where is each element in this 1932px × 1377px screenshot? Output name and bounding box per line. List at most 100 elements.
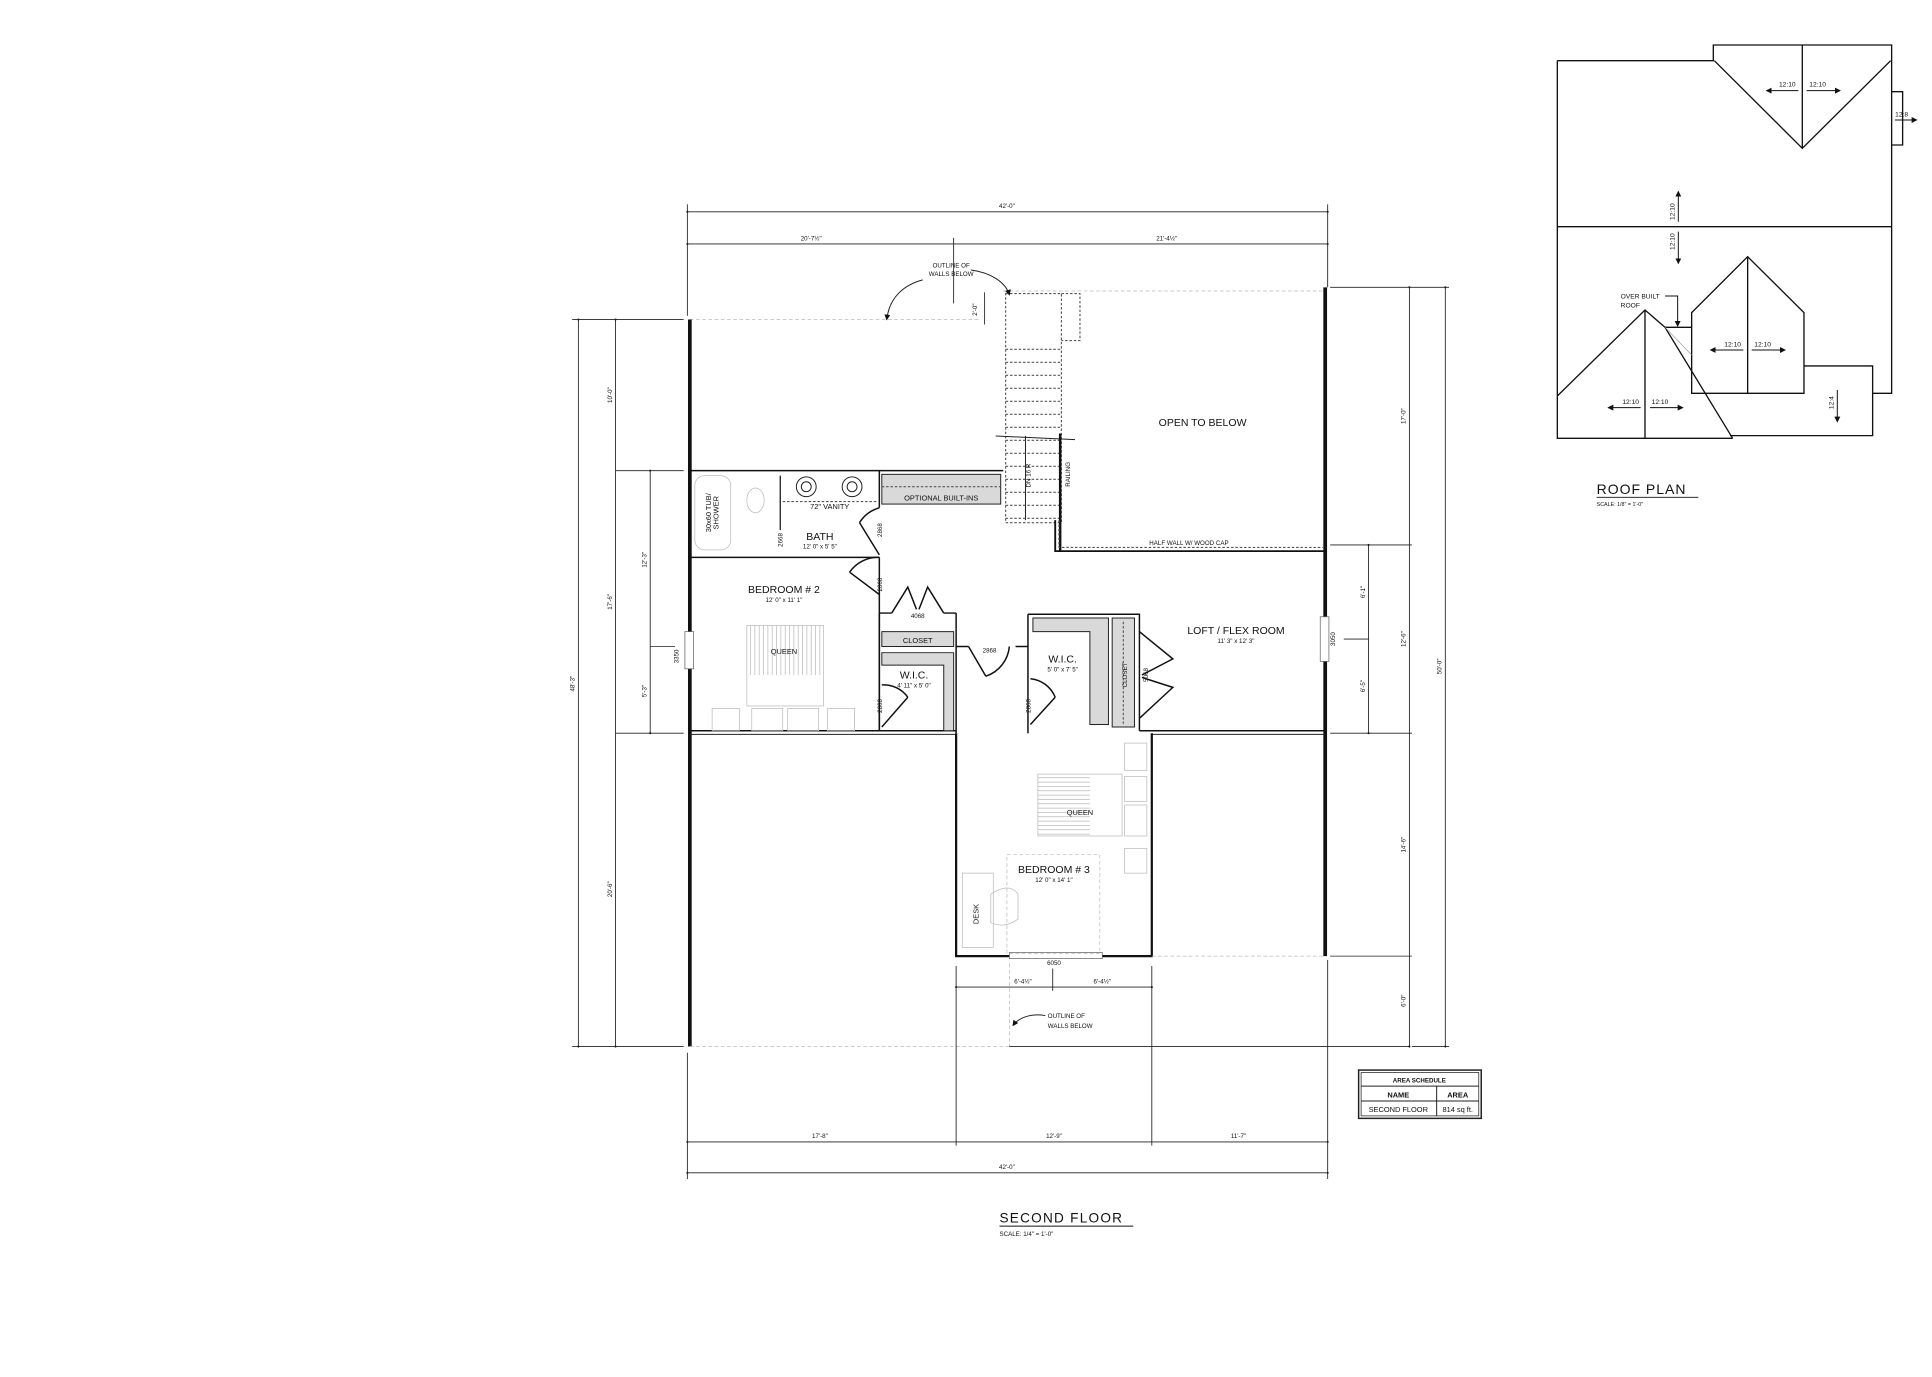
staircase: DN 16 R RAILING HALF WALL W/ WOOD CAP OP… (995, 292, 1326, 553)
bed-label: QUEEN (1067, 808, 1093, 817)
wic-right-size: 5' 0" x 7' 5" (1047, 666, 1078, 673)
loft-size: 11' 3" x 12' 3" (1218, 638, 1255, 645)
door-tag: 4068 (911, 613, 925, 620)
wic-left-label: W.I.C. (900, 670, 929, 682)
dim-label: 17'-8" (812, 1133, 828, 1140)
exterior-walls: 3350 3050 (674, 287, 1337, 1047)
bedroom2-size: 12' 0" x 11' 1" (766, 597, 803, 604)
bath: 30x60 TUB/ SHOWER 72" VANITY BATH 12' 0"… (689, 469, 1004, 559)
tub-label: 30x60 TUB/ (704, 492, 713, 532)
roof-pitch-label: 12:10 (1779, 82, 1796, 89)
roof-pitch-label: 12:10 (1724, 342, 1741, 349)
bedroom-2: 2868 BEDROOM # 2 12' 0" x 11' 1" QUEEN 4… (689, 556, 957, 734)
wic-right-label: W.I.C. (1048, 654, 1077, 666)
bedroom2-closet (881, 631, 955, 647)
bathtub (694, 475, 732, 551)
over-built-roof-label-2: ROOF (1621, 303, 1640, 310)
dim-label: 14'-6" (1401, 837, 1408, 853)
door-tag: 2868 (877, 699, 884, 713)
bedroom2-window (684, 631, 694, 670)
dim-label: 17'-0" (1401, 408, 1408, 424)
roof-pitch-label: 12:8 (1895, 112, 1908, 119)
loft-label: LOFT / FLEX ROOM (1187, 625, 1284, 637)
dim-label: 12'-6" (1401, 631, 1408, 647)
dim-label: 17'-6" (607, 594, 614, 610)
roof-pitch-label: 12:10 (1652, 399, 1669, 406)
roof-plan-title: ROOF PLAN (1597, 481, 1687, 497)
built-ins-label: OPTIONAL BUILT-INS (904, 493, 978, 502)
window-tag: 3050 (1330, 632, 1337, 646)
outline-top-label-1: OUTLINE OF (933, 263, 970, 270)
bedroom3-window (1009, 952, 1103, 959)
bedroom2-label: BEDROOM # 2 (748, 584, 820, 596)
top-dimensions: 42'-0" 20'-7½" 21'-4½" 2'-0" (686, 203, 1329, 325)
dim-label: 6'-1" (1360, 586, 1367, 598)
loft-window (1319, 616, 1330, 662)
railing-label: RAILING (1065, 462, 1072, 487)
hall: 2868 (956, 645, 1028, 677)
open-to-below-label: OPEN TO BELOW (1159, 417, 1247, 429)
dim-label: 6'-4½" (1094, 978, 1111, 985)
roof-plan: 12:10 12:10 12:8 12:10 12:10 12:10 12:10… (1556, 44, 1918, 508)
dim-top-right: 21'-4½" (1156, 235, 1177, 242)
area-row-name: SECOND FLOOR (1369, 1105, 1429, 1114)
dim-label: 50'-0" (1437, 658, 1444, 674)
dim-label: 6'-0" (1401, 995, 1408, 1007)
door-tag: 2668 (778, 533, 785, 547)
roof-pitch-label: 12:10 (1809, 82, 1826, 89)
area-row-value: 814 sq ft. (1442, 1105, 1473, 1114)
bath-label: BATH (806, 531, 833, 543)
bedroom-3: 6050 QUEEN DESK BEDROOM # 3 12' 0" x 14'… (689, 733, 1410, 1047)
loft-closet (1111, 617, 1135, 728)
outline-bottom-label-2: WALLS BELOW (1048, 1023, 1093, 1030)
dim-label: 6'-4½" (1014, 978, 1031, 985)
door-tag: 5068 (1143, 668, 1150, 682)
area-header-name: NAME (1387, 1090, 1409, 1099)
dim-label: 10'-0" (607, 387, 614, 403)
area-schedule-table: AREA SCHEDULE NAME AREA SECOND FLOOR 814… (1357, 1069, 1482, 1120)
dim-top-total: 42'-0" (999, 203, 1015, 210)
second-floor-title-block: SECOND FLOOR SCALE: 1/4" = 1'-0" (999, 1210, 1134, 1238)
dim-label: 12'-3" (641, 552, 648, 568)
outline-bottom-label-1: OUTLINE OF (1048, 1013, 1085, 1020)
dim-label: 48'-3" (570, 676, 577, 692)
right-dimensions: 17'-0" 12'-6" 14'-6" 6'-0" 50'-0" 6'-1" … (1330, 286, 1450, 1048)
wic-left-shelf (881, 652, 955, 732)
dim-label: 12'-9" (1046, 1133, 1062, 1140)
dim-stair-offset: 2'-0" (972, 303, 979, 315)
bedroom3-label: BEDROOM # 3 (1018, 864, 1090, 876)
half-wall-label: HALF WALL W/ WOOD CAP (1149, 540, 1228, 547)
door-tag: 2868 (1025, 699, 1032, 713)
door-tag: 2868 (983, 648, 997, 655)
bath-size: 12' 0" x 5' 5" (803, 544, 837, 551)
tub-label-2: SHOWER (711, 495, 720, 529)
outline-top-label-2: WALLS BELOW (929, 271, 974, 278)
bedroom3-dimensions: 6'-4½" 6'-4½" OUTLINE OF WALLS BELOW (955, 968, 1153, 1030)
dim-label: 6'-5" (1360, 680, 1367, 692)
dim-top-left: 20'-7½" (801, 235, 822, 242)
roof-pitch-label: 12:4 (1828, 396, 1835, 409)
roof-pitch-label: 12:10 (1669, 203, 1676, 220)
door-tag: 2868 (877, 577, 884, 591)
toilet (746, 487, 765, 514)
area-schedule-title: AREA SCHEDULE (1393, 1077, 1446, 1084)
stair-label: DN 16 R (1025, 463, 1032, 487)
dim-label: 20'-6" (607, 881, 614, 897)
vanity-label: 72" VANITY (810, 502, 849, 511)
over-built-roof-label-1: OVER BUILT (1621, 293, 1660, 300)
wic-left-size: 4' 11" x 5' 0" (897, 682, 930, 689)
second-floor-scale: SCALE: 1/4" = 1'-0" (999, 1231, 1053, 1238)
roof-pitch-label: 12:10 (1669, 233, 1676, 250)
optional-built-ins (881, 473, 1002, 505)
outline-walls-below-top: OUTLINE OF WALLS BELOW (689, 263, 1323, 321)
dim-label: 11'-7" (1231, 1133, 1246, 1140)
roof-pitch-label: 12:10 (1754, 342, 1771, 349)
roof-plan-scale: SCALE: 1/8" = 1'-0" (1597, 502, 1644, 508)
second-floor-title: SECOND FLOOR (999, 1210, 1123, 1225)
second-floor-plan: 42'-0" 20'-7½" 21'-4½" 2'-0" OUTLINE OF … (570, 203, 1482, 1238)
window-tag: 3350 (674, 649, 681, 663)
roof-pitch-arrows (1607, 87, 1918, 423)
roof-pitch-label: 12:10 (1622, 399, 1639, 406)
desk-label: DESK (971, 904, 980, 924)
